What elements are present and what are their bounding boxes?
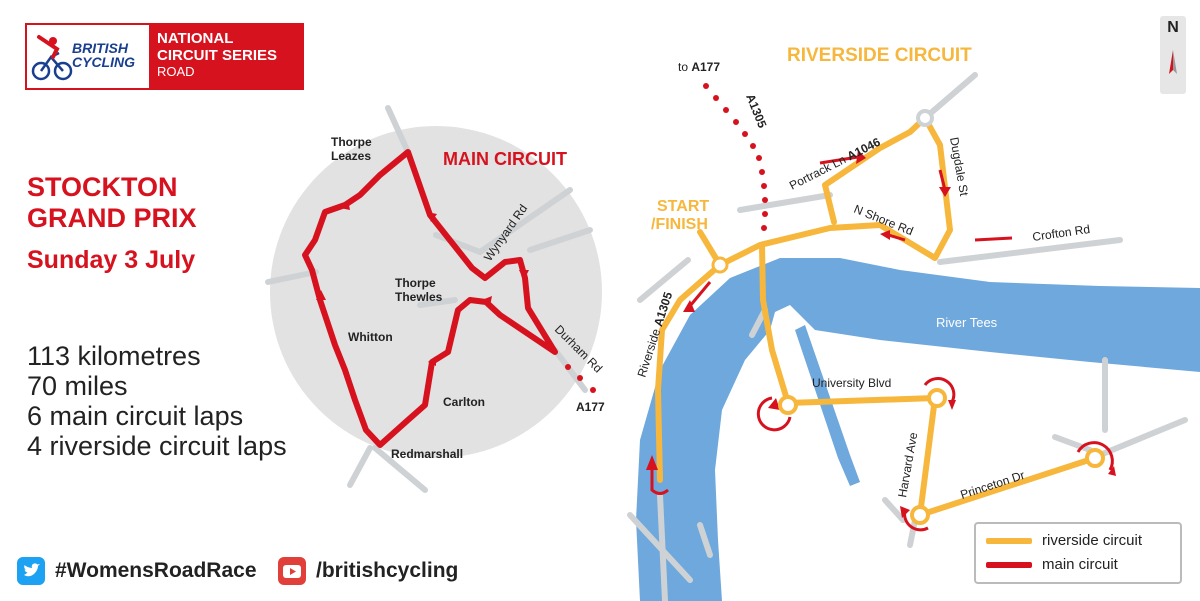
north-label: N [1167, 19, 1179, 36]
label-harvard-ave: Harvard Ave [895, 431, 920, 499]
twitter-hashtag-text: #WomensRoadRace [55, 559, 257, 582]
label-whitton: Whitton [348, 330, 393, 344]
label-crofton-rd: Crofton Rd [1031, 222, 1090, 244]
event-title-line1: STOCKTON [27, 172, 178, 202]
brand-block: BRITISH CYCLING [27, 25, 149, 88]
twitter-icon [17, 557, 45, 585]
stat-distance-miles: 70 miles [27, 371, 128, 401]
legend-row-riverside: riverside circuit [986, 532, 1142, 549]
legend-label-main: main circuit [1042, 556, 1118, 573]
british-cycling-logo: BRITISH CYCLING NATIONAL CIRCUIT SERIES … [25, 23, 304, 90]
label-to-a177-prefix: to [678, 60, 691, 74]
event-title: STOCKTON GRAND PRIX [27, 172, 197, 234]
label-portrack-ln: Portrack Ln A1046 [787, 135, 883, 193]
stat-riverside-laps: 4 riverside circuit laps [27, 431, 287, 461]
label-to-a177-road: A177 [691, 60, 720, 74]
north-compass: N [1160, 16, 1186, 94]
north-arrow-icon [1169, 50, 1177, 74]
legend-swatch-riverside [986, 537, 1032, 544]
legend-swatch-main [986, 561, 1032, 568]
label-thorpe-thewles-1: Thorpe [395, 276, 436, 290]
main-circuit-a177-dots [565, 364, 596, 393]
brand-name: BRITISH CYCLING [72, 41, 135, 69]
riverside-roads [627, 72, 1188, 601]
series-block: NATIONAL CIRCUIT SERIES ROAD [149, 25, 302, 88]
roundabouts [778, 388, 1105, 525]
start-finish-marker [711, 256, 729, 274]
stat-main-laps: 6 main circuit laps [27, 401, 244, 431]
brand-line1: BRITISH [72, 40, 128, 56]
series-line1: NATIONAL [157, 30, 234, 47]
river-tees [636, 258, 1200, 601]
youtube-channel-text: /britishcycling [316, 559, 459, 582]
label-river-tees: River Tees [936, 315, 998, 330]
main-circuit-roads [265, 105, 593, 493]
legend-row-main: main circuit [986, 556, 1118, 573]
label-thorpe-thewles-2: Thewles [395, 290, 443, 304]
stat-distance-km: 113 kilometres [27, 341, 201, 371]
label-a1305: A1305 [743, 92, 769, 130]
label-to-a177: to A177 [678, 60, 720, 74]
event-date: Sunday 3 July [27, 246, 196, 274]
main-circuit-route [302, 149, 558, 448]
youtube-channel[interactable]: /britishcycling [278, 557, 458, 585]
roundabout-north [916, 109, 934, 127]
label-dugdale-st: Dugdale St [947, 136, 971, 198]
label-thorpe-leazes-2: Leazes [331, 149, 371, 163]
series-line2: CIRCUIT SERIES [157, 47, 278, 64]
riverside-arrowheads [646, 150, 1116, 518]
label-thorpe-leazes-1: Thorpe [331, 135, 372, 149]
brand-line2: CYCLING [72, 54, 135, 70]
youtube-icon [278, 557, 306, 585]
main-circuit-area [270, 126, 602, 458]
event-title-line2: GRAND PRIX [27, 203, 197, 233]
riverside-a1305-dots [703, 83, 768, 231]
twitter-hashtag[interactable]: #WomensRoadRace [17, 557, 257, 585]
label-carlton: Carlton [443, 395, 485, 409]
map-legend: riverside circuit main circuit [974, 522, 1182, 584]
start-finish-label-2: /FINISH [651, 216, 708, 233]
cyclist-icon [31, 35, 73, 81]
label-redmarshall: Redmarshall [391, 447, 463, 461]
race-stats: 113 kilometres 70 miles 6 main circuit l… [27, 341, 287, 461]
riverside-circuit-title: RIVERSIDE CIRCUIT [787, 45, 972, 66]
river-channel [795, 325, 860, 486]
label-university-blvd: University Blvd [812, 376, 891, 390]
legend-label-riverside: riverside circuit [1042, 532, 1143, 549]
label-a177-main: A177 [576, 400, 605, 414]
start-finish-label-1: START [657, 198, 709, 215]
main-circuit-title: MAIN CIRCUIT [443, 149, 567, 169]
series-line3: ROAD [157, 64, 195, 79]
main-circuit-arrows [316, 200, 529, 366]
